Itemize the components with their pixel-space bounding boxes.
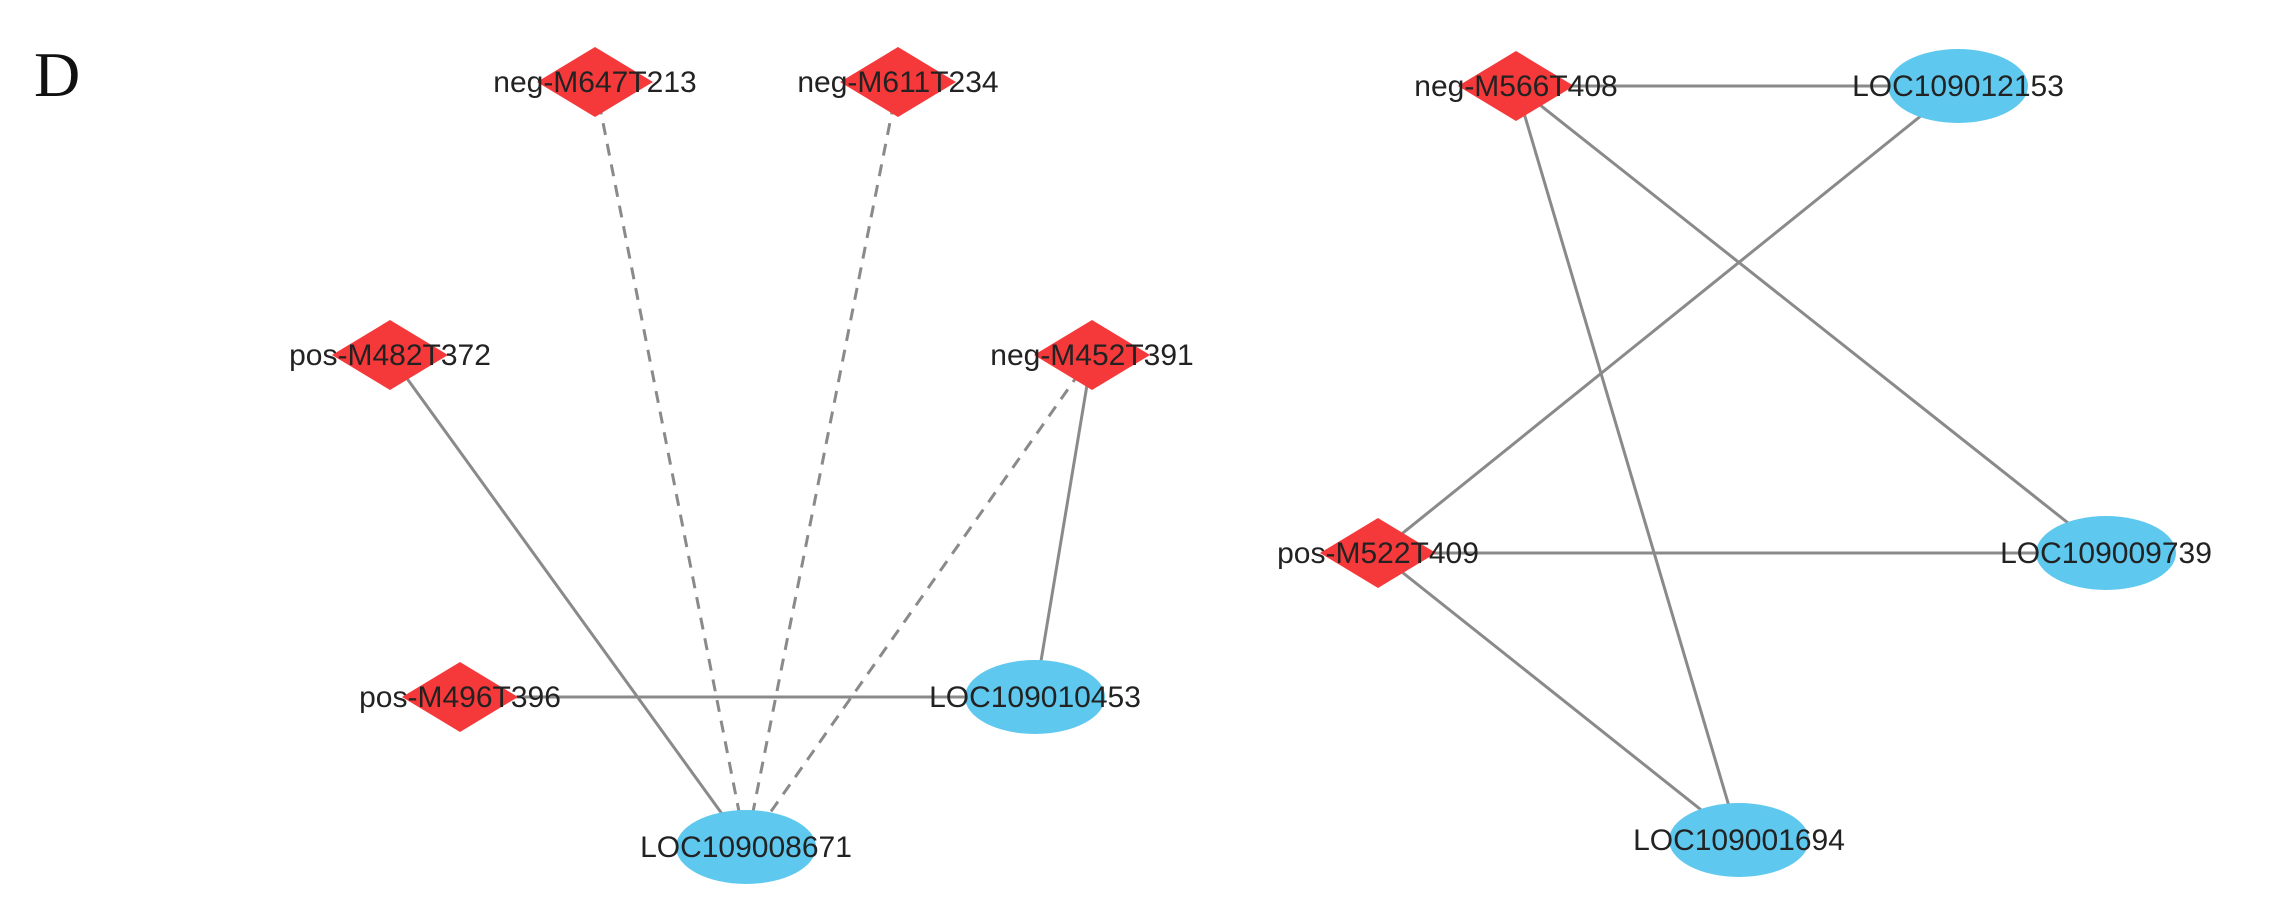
node-label: LOC109008671	[640, 831, 852, 864]
gene-ellipse	[965, 660, 1105, 734]
metabolite-diamond	[1458, 51, 1574, 121]
metabolite-diamond	[1320, 518, 1436, 588]
node-neg-M611T234[interactable]: neg-M611T234	[797, 47, 999, 117]
node-pos-M522T409[interactable]: pos-M522T409	[1277, 518, 1479, 588]
node-label: LOC109001694	[1633, 824, 1845, 857]
metabolite-diamond	[840, 47, 956, 117]
metabolite-diamond	[332, 320, 448, 390]
edge-neg-M611T234-LOC109008671	[744, 81, 900, 848]
metabolite-diamond	[537, 47, 653, 117]
node-label: neg-M452T391	[990, 339, 1193, 372]
gene-ellipse	[2036, 516, 2176, 590]
edge-pos-M522T409-LOC109001694	[1377, 551, 1740, 842]
node-label: neg-M566T408	[1414, 70, 1617, 103]
edge-neg-M452T391-LOC109010453	[1033, 354, 1094, 698]
node-neg-M566T408[interactable]: neg-M566T408	[1414, 51, 1618, 121]
panel-letter: D	[34, 39, 80, 110]
node-label: pos-M482T372	[289, 339, 491, 372]
node-LOC109012153[interactable]: LOC109012153	[1852, 49, 2064, 123]
node-pos-M482T372[interactable]: pos-M482T372	[289, 320, 491, 390]
gene-ellipse	[1669, 803, 1809, 877]
edge-neg-M647T213-LOC109008671	[593, 81, 748, 848]
node-layer: neg-M647T213 neg-M611T234 pos-M482T372 neg-…	[289, 47, 2212, 884]
node-label: pos-M522T409	[1277, 537, 1479, 570]
node-label: LOC109010453	[929, 681, 1141, 714]
edge-neg-M452T391-LOC109008671	[744, 354, 1094, 848]
node-neg-M647T213[interactable]: neg-M647T213	[493, 47, 697, 117]
edge-LOC109012153-pos-M522T409	[1377, 84, 1959, 555]
edge-pos-M482T372-LOC109008671	[388, 354, 748, 848]
node-neg-M452T391[interactable]: neg-M452T391	[990, 320, 1194, 390]
metabolite-diamond	[1034, 320, 1150, 390]
metabolite-diamond	[402, 662, 518, 732]
node-LOC109009739[interactable]: LOC109009739	[2000, 516, 2212, 590]
edge-neg-M566T408-LOC109001694	[1514, 85, 1741, 841]
edge-neg-M566T408-LOC109009739	[1515, 84, 2107, 555]
gene-ellipse	[676, 810, 816, 884]
node-label: pos-M496T396	[359, 681, 561, 714]
node-label: neg-M611T234	[797, 66, 998, 99]
node-LOC109010453[interactable]: LOC109010453	[929, 660, 1141, 734]
node-LOC109008671[interactable]: LOC109008671	[640, 810, 852, 884]
gene-ellipse	[1888, 49, 2028, 123]
node-label: LOC109009739	[2000, 537, 2212, 570]
node-label: LOC109012153	[1852, 70, 2064, 103]
node-LOC109001694[interactable]: LOC109001694	[1633, 803, 1845, 877]
node-pos-M496T396[interactable]: pos-M496T396	[359, 662, 561, 732]
node-label: neg-M647T213	[493, 66, 696, 99]
edge-layer	[388, 81, 2107, 848]
